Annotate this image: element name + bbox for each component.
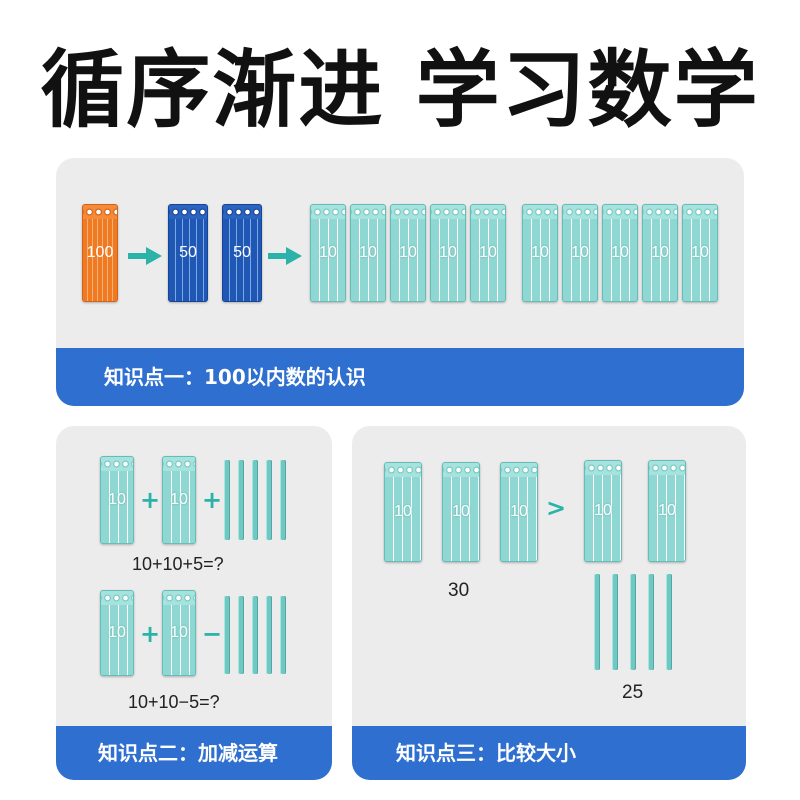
bundle-10: 10 [642,204,678,302]
bundle-10: 10 [682,204,718,302]
bundle-10: 10 [100,590,134,676]
bundle-10: 10 [430,204,466,302]
single-stick [224,596,230,674]
greater-than-sign: > [546,494,567,522]
bundle-label: 10 [531,244,549,261]
bundle-10: 10 [390,204,426,302]
bundle-label: 50 [233,244,251,261]
single-stick [666,574,672,670]
arrow-right-icon [268,247,302,265]
bundle-10: 10 [648,460,686,562]
bundle-label: 10 [571,244,589,261]
bundle-10: 10 [602,204,638,302]
caption-band: 知识点二：加减运算 [56,726,332,780]
bundle-label: 10 [594,502,612,519]
bundle-label: 10 [170,624,188,641]
single-stick [266,596,272,674]
bundle-10: 10 [442,462,480,562]
single-stick [266,460,272,540]
single-stick [238,596,244,674]
single-stick [252,596,258,674]
single-stick [252,460,258,540]
right-value: 25 [622,682,644,703]
left-value: 30 [448,580,470,601]
bundle-label: 100 [86,244,114,261]
single-stick [280,460,286,540]
panel-addition-subtraction: 10 + 10 + 10+10+5=? 10 + 10 − 10+10−5=? … [56,426,332,780]
bundle-10: 10 [310,204,346,302]
bundle-10: 10 [162,590,196,676]
bundle-10: 10 [500,462,538,562]
bundle-100: 100 [82,204,118,302]
bundle-10: 10 [522,204,558,302]
bundle-label: 50 [179,244,197,261]
bundle-label: 10 [651,244,669,261]
bundle-label: 10 [510,503,528,520]
single-stick [224,460,230,540]
single-stick [612,574,618,670]
bundle-label: 10 [170,491,188,508]
bundle-label: 10 [439,244,457,261]
bundle-label: 10 [319,244,337,261]
bundle-10: 10 [350,204,386,302]
bundle-label: 10 [394,503,412,520]
bundle-label: 10 [359,244,377,261]
bundle-label: 10 [611,244,629,261]
bundle-label: 10 [399,244,417,261]
caption-band: 知识点一：100以内数的认识 [56,348,744,406]
bundle-10: 10 [162,456,196,544]
bundle-10: 10 [562,204,598,302]
single-stick [648,574,654,670]
plus-sign: + [140,620,161,648]
bundle-10: 10 [584,460,622,562]
panel-comparison: 10 10 10 > 10 10 30 25 知识点三：比较大小 [352,426,746,780]
plus-sign: + [140,486,161,514]
bundle-label: 10 [108,491,126,508]
bundle-label: 10 [452,503,470,520]
single-stick [630,574,636,670]
equation-subtraction: 10+10−5=? [128,692,220,712]
single-stick [238,460,244,540]
panel-number-recognition: 100 50 50 10 10 10 10 10 10 10 10 10 10 … [56,158,744,406]
equation-addition: 10+10+5=? [132,554,224,574]
bundle-50: 50 [222,204,262,302]
page-title: 循序渐进 学习数学 [40,41,760,139]
single-stick [594,574,600,670]
bundle-label: 10 [691,244,709,261]
single-stick [280,596,286,674]
bundle-label: 10 [108,624,126,641]
arrow-right-icon [128,247,162,265]
minus-sign: − [202,620,223,648]
caption-band: 知识点三：比较大小 [352,726,746,780]
bundle-10: 10 [470,204,506,302]
bundle-50: 50 [168,204,208,302]
bundle-label: 10 [658,502,676,519]
plus-sign: + [202,486,223,514]
bundle-10: 10 [384,462,422,562]
bundle-10: 10 [100,456,134,544]
bundle-label: 10 [479,244,497,261]
